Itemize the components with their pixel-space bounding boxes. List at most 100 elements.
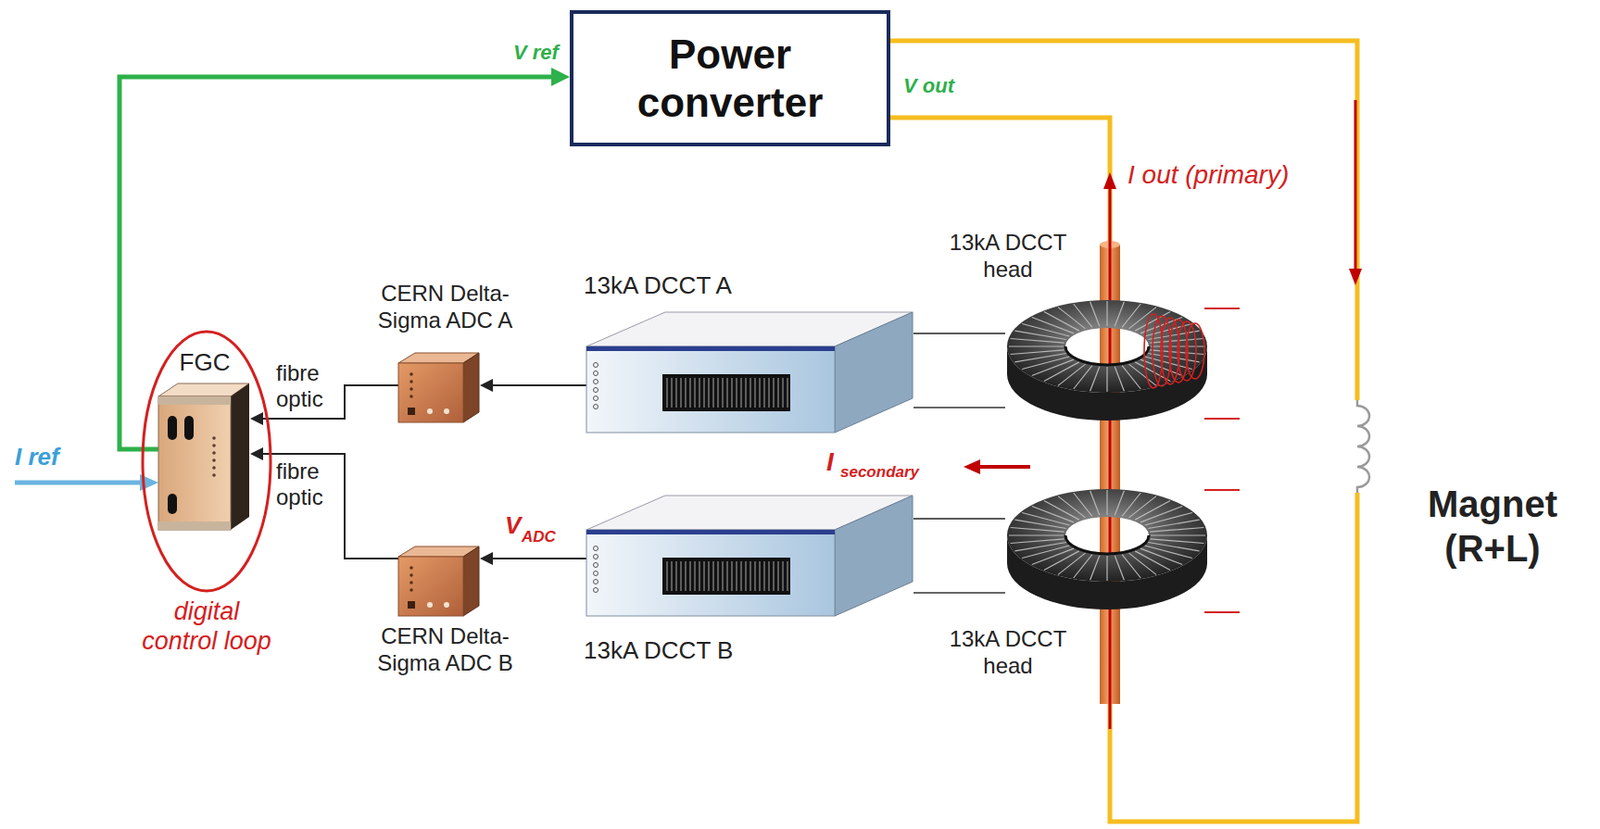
device-node: CERN Delta-Sigma ADC A [398,352,480,424]
connector-line [913,517,1006,520]
device-node: 13kA DCCT head [1005,295,1210,429]
connector [479,552,587,566]
device-drawing [586,311,914,434]
device-drawing [398,352,480,424]
device-drawing [1005,295,1210,429]
device-label: 13kA DCCT B [583,636,862,666]
fgc-led [212,466,216,470]
signal-name: I ref [14,442,60,472]
status-led [593,371,599,377]
connector [479,378,587,392]
connector-line [491,384,587,387]
adc-led [409,580,414,585]
adc-led [409,372,414,377]
primary-current-arrowhead [1103,172,1117,189]
adc-connector [427,408,433,415]
toroid-top [1007,489,1208,582]
primary-current-line [1108,185,1112,730]
connector [250,447,399,559]
connector-line [890,117,1110,296]
fgc-led [212,436,216,441]
fgc-handle [167,493,177,515]
status-led [593,571,599,577]
adc-led [409,573,414,578]
arrowhead [250,447,264,461]
edge-label: V ref [513,40,559,64]
status-led [593,546,599,552]
connector [890,117,1110,296]
status-led [593,396,599,402]
status-led [593,554,599,560]
arrowhead [250,412,264,426]
chassis-grille [662,374,791,412]
chassis-front [586,529,835,617]
secondary-coil [1144,314,1163,389]
status-led [593,563,599,568]
connector-line [261,453,399,559]
fgc-front [158,396,231,530]
winding-lead [1204,307,1240,310]
current-label: I [826,446,834,479]
adc-led [409,379,414,384]
connector [890,40,1358,401]
secondary-coil [1160,317,1180,385]
reference-input-line [14,480,141,486]
chassis-grille [662,557,791,595]
sense-wire [913,592,1006,594]
connector-line [913,332,1006,335]
secondary-coil [1169,319,1188,383]
converter-box: Power converter [569,10,891,147]
chassis-stripe [586,529,835,535]
adc-side [463,546,479,617]
chassis-stripe [586,346,835,352]
device-node: 13kA DCCT A [586,311,914,434]
chassis-side [834,312,913,433]
status-led [593,404,599,410]
edge-label: fibre optic [276,360,341,413]
adc-led [409,387,414,391]
secondary-coil [1185,323,1205,379]
fgc-led [212,451,216,455]
device-node: 13kA DCCT B [586,494,914,613]
secondary-current-arrowhead [963,459,981,475]
device-node: Magnet (R+L) [1343,400,1375,493]
device-node: CERN Delta-Sigma ADC B [398,545,480,618]
adc-connector [443,408,450,415]
device-drawing [1005,484,1210,618]
status-led [593,363,599,368]
fgc-handle [167,415,177,441]
grille-slots [667,377,788,408]
fgc-handle [184,415,194,441]
device-drawing [158,382,251,531]
current-label: I out (primary) [1127,159,1289,191]
device-label: CERN Delta-Sigma ADC B [359,622,531,677]
toroid-winding [1008,301,1206,392]
fgc-flange [158,396,231,405]
device-drawing [1343,400,1375,493]
status-led [593,588,599,593]
fgc-led [212,473,216,478]
toroid-top [1007,300,1208,393]
return-current-arrowhead [1348,268,1362,286]
signal-subscript: ADC [521,528,556,547]
signal-name: V out [903,74,955,99]
loop-note: digital control loop [138,596,275,656]
connector-line [890,40,1358,401]
current-subscript: secondary [840,463,920,482]
device-drawing [586,494,914,613]
adc-led [409,566,414,570]
device-label: 13kA DCCT head [929,228,1087,283]
adc-port [407,601,416,609]
status-led [593,579,599,585]
arrowhead [479,378,493,392]
secondary-coil [1152,315,1172,387]
edge-label: fibre optic [276,458,341,511]
device-node: 13kA DCCT head [1005,484,1210,618]
connector [913,333,1006,335]
toroid-hole-rim [1065,346,1149,366]
connector [119,67,570,450]
status-led [593,379,599,385]
winding-lead [1204,489,1240,492]
grille-slots [667,561,788,592]
adc-led [409,394,414,399]
